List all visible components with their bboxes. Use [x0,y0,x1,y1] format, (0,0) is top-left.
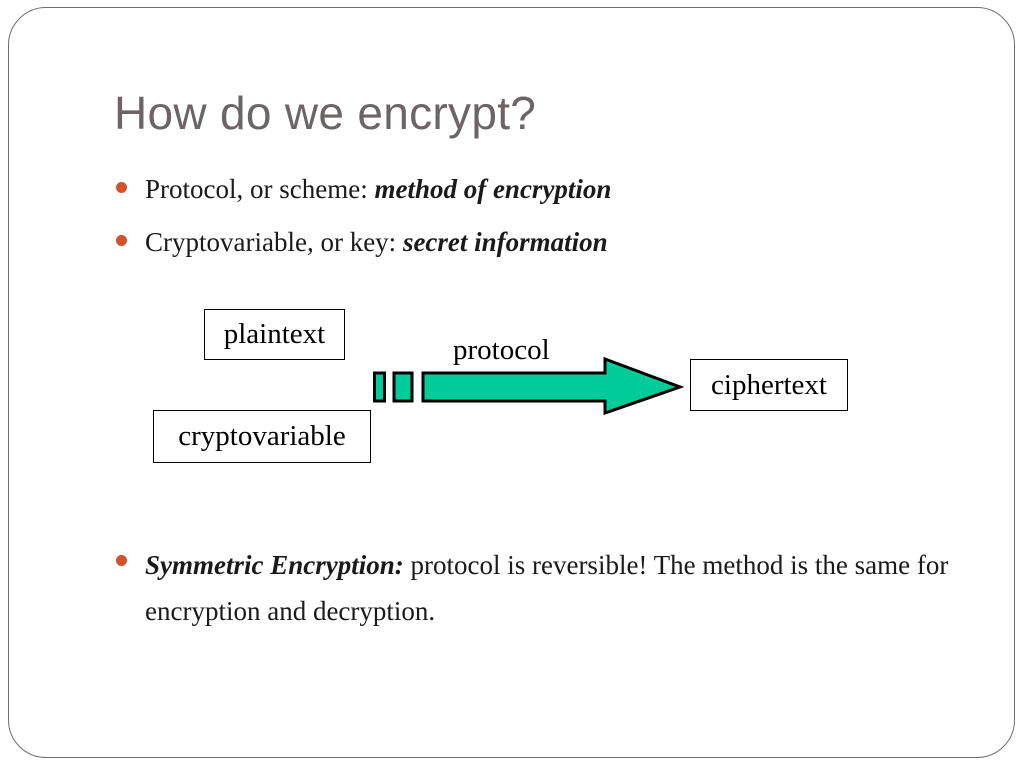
slide-title: How do we encrypt? [114,87,537,139]
arrow-segment-small [373,371,386,403]
protocol-arrow [373,356,685,416]
bullet-symmetric-emphasis: Symmetric Encryption: [145,550,404,580]
bullet-symmetric-label: protocol is reversible! The method is th… [145,550,949,626]
bullet-key: Cryptovariable, or key: secret informati… [116,225,608,259]
bullet-dot [116,235,127,246]
ciphertext-box: ciphertext [690,359,848,411]
arrow-segment-medium [392,371,414,403]
arrow-shaft-head [421,356,685,416]
bullet-key-emphasis: secret information [402,227,608,257]
protocol-label: protocol [453,334,550,366]
bullet-protocol-emphasis: method of encryption [374,174,612,204]
plaintext-box: plaintext [204,309,345,360]
bullet-protocol: Protocol, or scheme: method of encryptio… [116,172,612,206]
bullet-protocol-label: Protocol, or scheme: [145,174,375,204]
bullet-dot [116,555,127,566]
bullet-symmetric: Symmetric Encryption: protocol is revers… [116,542,975,634]
cryptovariable-box: cryptovariable [153,410,371,463]
bullet-dot [116,182,127,193]
bullet-key-label: Cryptovariable, or key: [145,227,403,257]
